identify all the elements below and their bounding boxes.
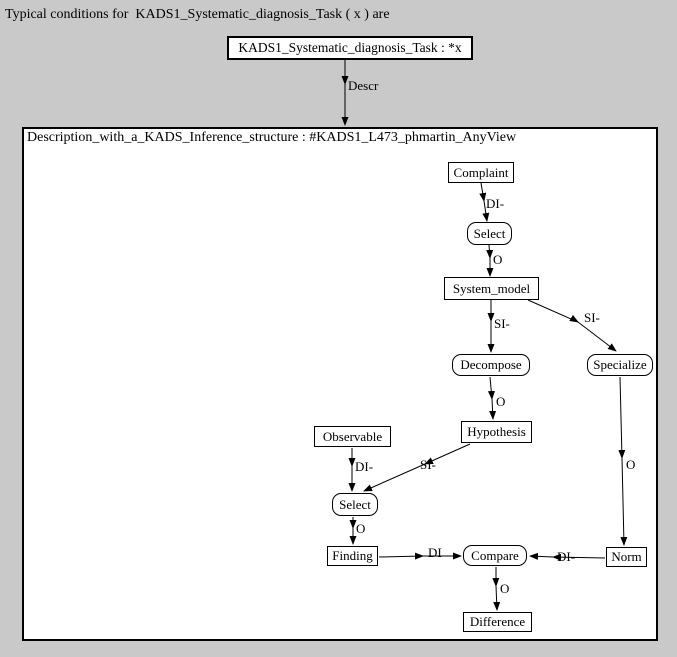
edge-label-system-model-decompose: SI- — [494, 316, 510, 331]
node-norm: Norm — [606, 547, 647, 567]
node-observable: Observable — [314, 426, 391, 447]
edge-label-specialize-norm: O — [626, 457, 636, 472]
edge-label-system-model-specialize: SI- — [584, 310, 600, 325]
edge-label-complaint-select: DI- — [486, 196, 505, 211]
page-title: Typical conditions for KADS1_Systematic_… — [5, 7, 390, 22]
inference-structure-header: Description_with_a_KADS_Inference_struct… — [27, 130, 517, 145]
node-select-2: Select — [332, 493, 378, 516]
node-compare: Compare — [463, 545, 527, 566]
node-finding: Finding — [327, 546, 378, 566]
node-complaint: Complaint — [448, 162, 514, 183]
node-decompose: Decompose — [452, 354, 530, 376]
edge-label-select-system-model: O — [493, 252, 503, 267]
edge-label-decompose-hypothesis: O — [496, 394, 506, 409]
node-select-1: Select — [467, 222, 512, 245]
node-hypothesis: Hypothesis — [461, 421, 532, 443]
task-node-label: KADS1_Systematic_diagnosis_Task : *x — [238, 40, 462, 55]
node-specialize: Specialize — [587, 354, 653, 376]
edge-label-descr: Descr — [348, 78, 379, 93]
task-node: KADS1_Systematic_diagnosis_Task : *x — [227, 36, 473, 60]
node-system-model: System_model — [444, 277, 539, 300]
node-difference: Difference — [463, 612, 532, 632]
edge-label-norm-compare: DI- — [557, 549, 576, 564]
edge-label-observable-select: DI- — [355, 459, 374, 474]
edge-label-select-finding: O — [356, 521, 366, 536]
edge-label-compare-difference: O — [500, 581, 510, 596]
edge-label-finding-compare: DI — [428, 545, 442, 560]
edge-label-hypothesis-select: SI- — [420, 457, 436, 472]
